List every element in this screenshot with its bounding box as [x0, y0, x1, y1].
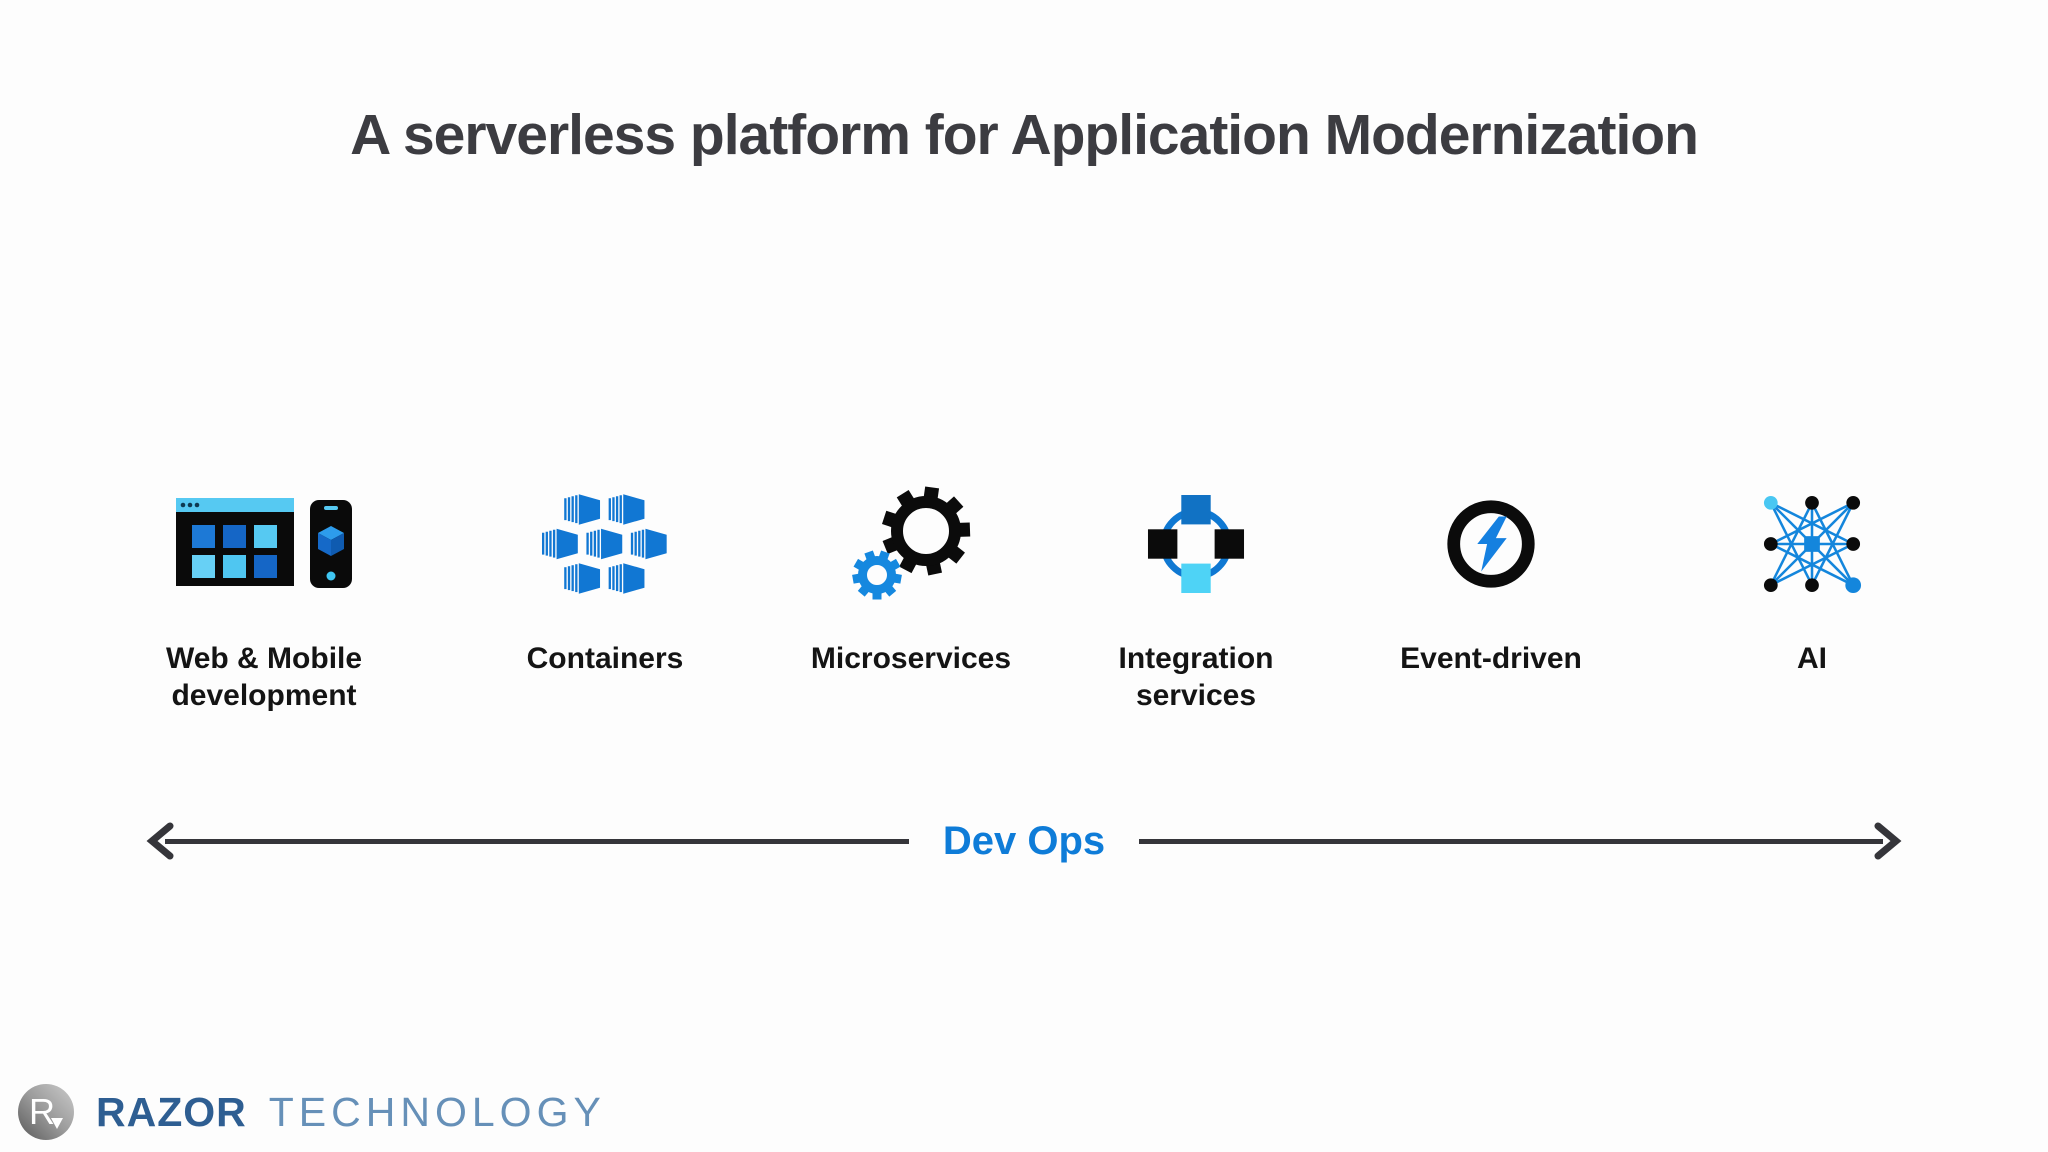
arrow-shaft — [165, 838, 909, 844]
platform-item-microservices: Microservices — [781, 486, 1041, 677]
devops-axis: Dev Ops — [146, 818, 1902, 864]
devops-arrow-right — [1139, 821, 1902, 861]
event-driven-icon — [1440, 486, 1542, 602]
item-label: Integration services — [1118, 642, 1274, 712]
integration-services-icon — [1147, 486, 1245, 602]
arrow-shaft — [1139, 838, 1884, 844]
item-label: AI — [1797, 642, 1827, 675]
razor-logo-icon: R — [18, 1084, 74, 1140]
platform-item-integration: Integration services — [1066, 486, 1326, 714]
containers-icon — [542, 486, 668, 602]
platform-item-containers: Containers — [475, 486, 735, 677]
arrowhead-left-icon — [146, 822, 174, 860]
footer-logo: R RAZOR TECHNOLOGY — [18, 1084, 606, 1140]
platform-item-ai: AI — [1682, 486, 1942, 677]
item-label: Event-driven — [1400, 642, 1582, 675]
microservices-icon — [850, 486, 972, 602]
item-label: Web & Mobile development — [165, 642, 363, 712]
page-title: A serverless platform for Application Mo… — [350, 103, 1699, 167]
item-label: Containers — [526, 642, 684, 675]
platform-item-web-mobile: Web & Mobile development — [134, 486, 394, 714]
brand-secondary: TECHNOLOGY — [268, 1088, 606, 1135]
platform-item-event-driven: Event-driven — [1361, 486, 1621, 677]
devops-label: Dev Ops — [942, 818, 1106, 863]
logo-letter: R — [29, 1091, 55, 1132]
ai-icon — [1761, 486, 1863, 602]
brand-primary: RAZOR — [96, 1088, 247, 1135]
arrowhead-right-icon — [1874, 822, 1902, 860]
devops-arrow-left — [146, 821, 909, 861]
item-label: Microservices — [810, 642, 1012, 675]
web-mobile-icon — [176, 486, 352, 602]
